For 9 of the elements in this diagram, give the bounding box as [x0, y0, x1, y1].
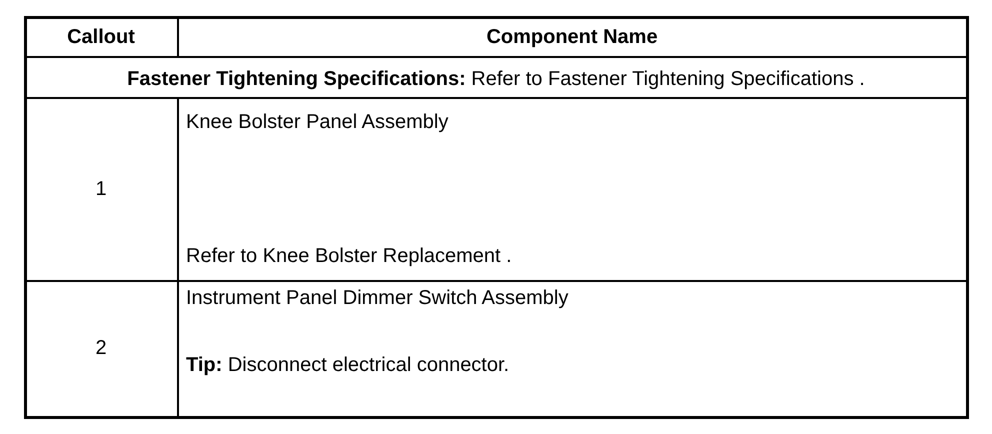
component-name: Instrument Panel Dimmer Switch Assembly	[186, 286, 568, 310]
note-text: Tip: Disconnect electrical connector.	[186, 353, 510, 377]
note-text: Fastener Tightening Specifications: Refer to Fastener Tightening Specifications .	[127, 67, 865, 91]
callout-number: 2	[95, 336, 107, 360]
column-header: Callout	[67, 25, 135, 49]
component-name: Knee Bolster Panel Assembly	[186, 110, 448, 134]
callout-number: 1	[95, 177, 107, 201]
note-text: Refer to Knee Bolster Replacement .	[186, 244, 512, 268]
column-header: Component Name	[486, 25, 658, 49]
